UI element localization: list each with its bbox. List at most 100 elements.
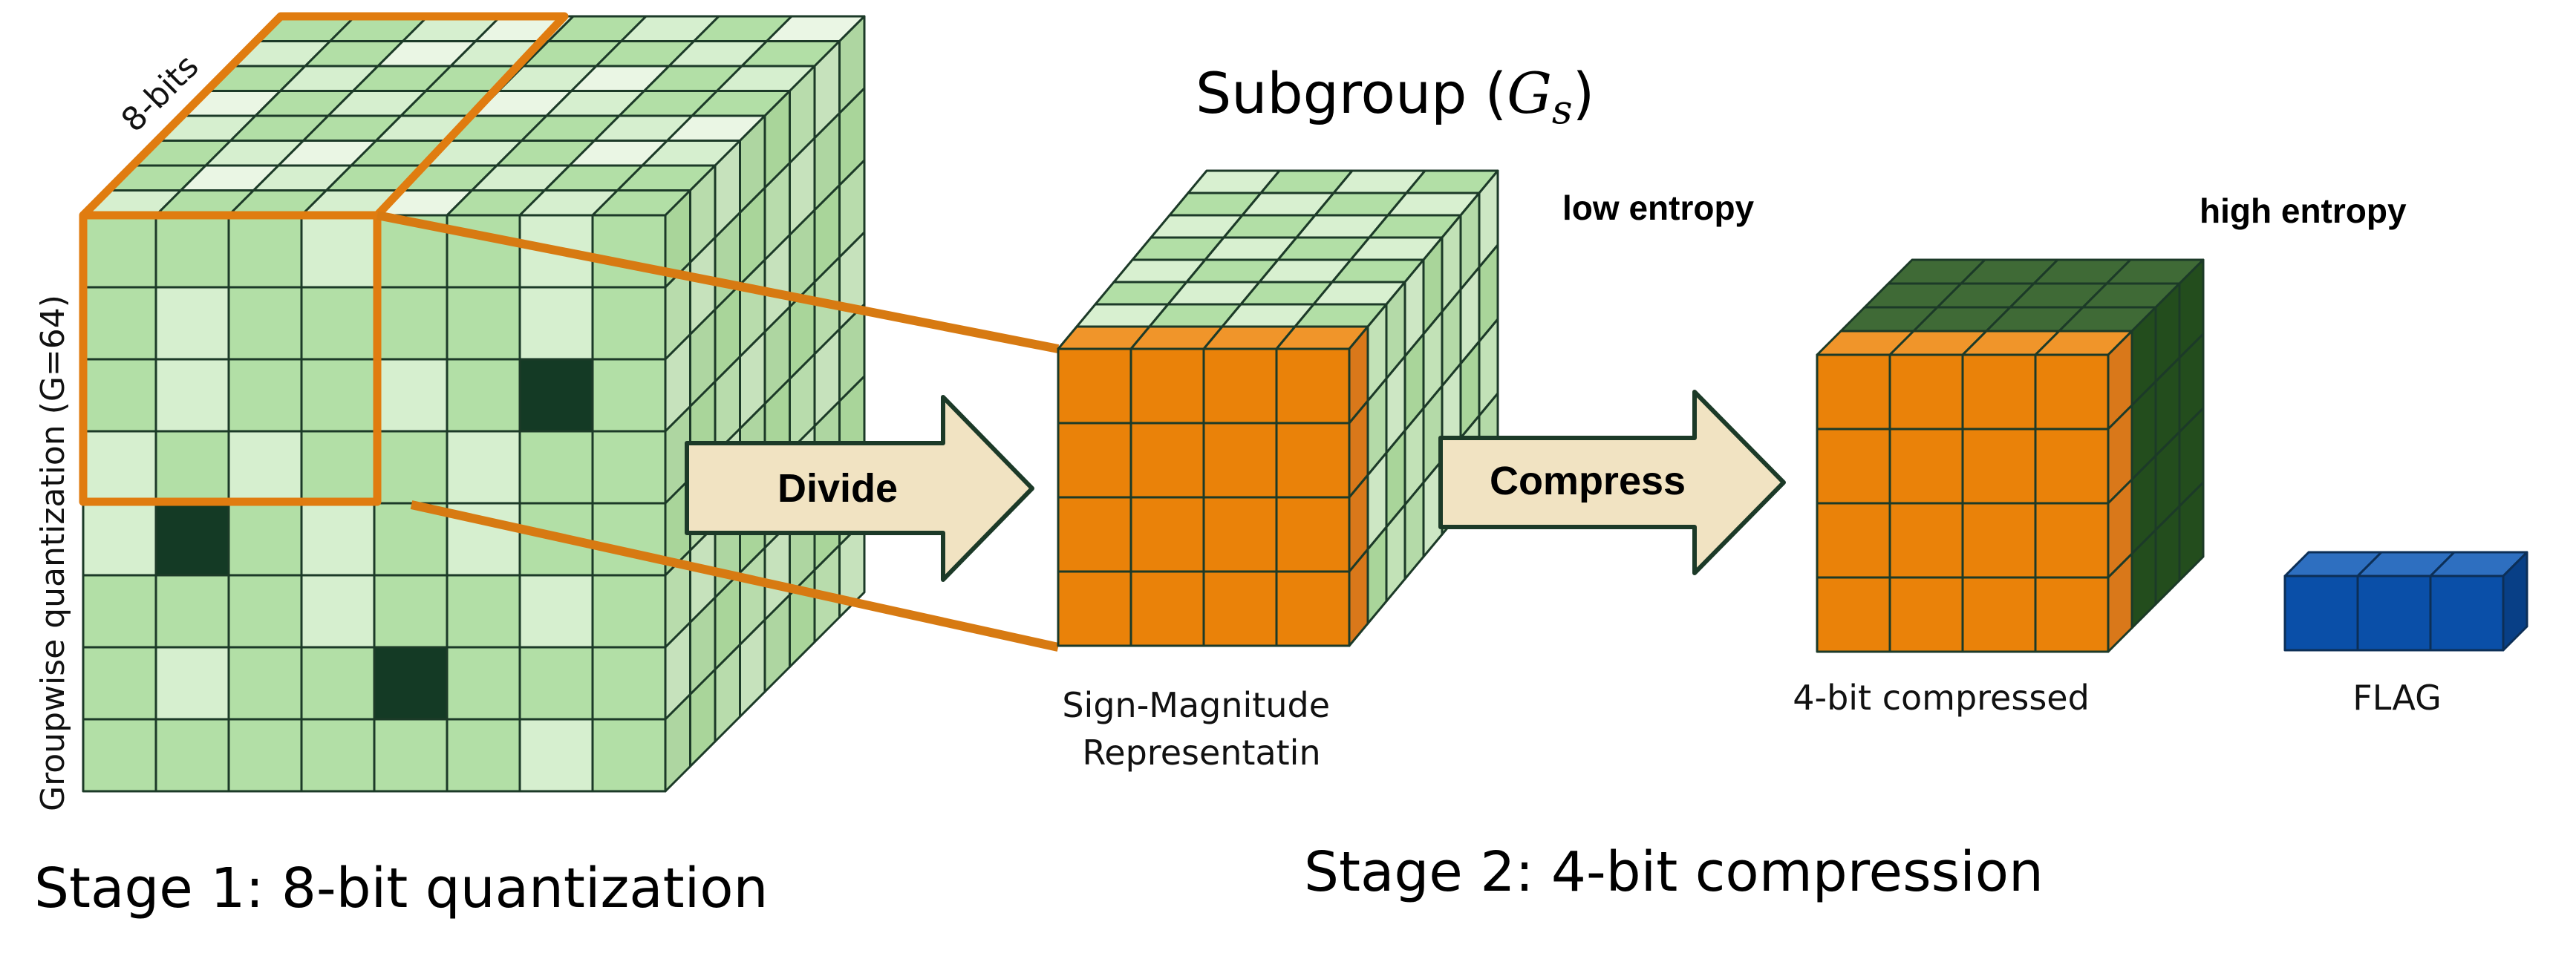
front-cell	[1961, 502, 2037, 579]
front-cell	[82, 430, 157, 505]
front-cell	[591, 574, 667, 649]
front-cell	[1816, 428, 1891, 505]
stage1-cube	[79, 12, 1060, 793]
front-cell	[2034, 576, 2110, 653]
divide-arrow: Divide	[685, 395, 1034, 582]
front-cell	[227, 574, 303, 649]
stage2-label: Stage 2: 4-bit compression	[1304, 840, 2044, 904]
front-cell	[1202, 347, 1278, 425]
front-cell	[1129, 496, 1205, 573]
front-cell	[227, 214, 303, 289]
front-cell	[591, 358, 667, 433]
low-entropy-label: low entropy	[1562, 189, 1755, 227]
front-cell	[300, 430, 376, 505]
front-cell	[1057, 422, 1132, 499]
front-cell	[82, 358, 157, 433]
front-cell	[1888, 576, 1964, 653]
front-cell	[1961, 428, 2037, 505]
front-cell	[518, 358, 594, 433]
front-cell	[1129, 347, 1205, 425]
groupwise-label: Groupwise quantization (G=64)	[34, 295, 72, 811]
front-cell	[446, 358, 521, 433]
front-cell	[1057, 570, 1132, 647]
front-cell	[1129, 422, 1205, 499]
subgroup-cube-top-face	[1057, 169, 1499, 350]
front-cell	[446, 718, 521, 793]
front-cell	[2034, 353, 2110, 431]
compressed-cube	[1816, 258, 2205, 653]
front-cell	[154, 286, 230, 361]
front-cell	[300, 718, 376, 793]
compressed-cube-front-face	[1816, 353, 2110, 653]
compress-label: Compress	[1490, 459, 1686, 503]
front-cell	[82, 214, 157, 289]
high-entropy-label: high entropy	[2200, 192, 2407, 230]
front-cell	[518, 430, 594, 505]
front-cell	[1202, 496, 1278, 573]
front-cell	[373, 646, 449, 721]
front-cell	[373, 574, 449, 649]
front-cell	[82, 718, 157, 793]
big-cube-front-face	[82, 214, 667, 793]
front-cell	[154, 430, 230, 505]
front-cell	[446, 574, 521, 649]
front-cell	[1275, 422, 1351, 499]
front-cell	[227, 502, 303, 577]
front-cell	[300, 574, 376, 649]
front-cell	[1202, 570, 1278, 647]
front-cell	[373, 430, 449, 505]
front-cell	[154, 358, 230, 433]
front-cell	[1275, 496, 1351, 573]
front-cell	[591, 646, 667, 721]
connector-line-bottom	[410, 500, 1060, 652]
sign-magnitude-label: Sign-Magnitude Representatin	[1062, 685, 1340, 773]
front-cell	[1129, 570, 1205, 647]
front-cell	[300, 214, 376, 289]
front-cell	[227, 646, 303, 721]
subgroup-cube-front-face	[1057, 347, 1351, 647]
front-cell	[446, 214, 521, 289]
front-cell	[1057, 347, 1132, 425]
front-cell	[591, 430, 667, 505]
front-cell	[227, 430, 303, 505]
front-cell	[2034, 428, 2110, 505]
front-cell	[373, 718, 449, 793]
front-cell	[82, 574, 157, 649]
front-cell	[1816, 576, 1891, 653]
front-cell	[300, 358, 376, 433]
front-cell	[2429, 575, 2505, 652]
front-cell	[154, 502, 230, 577]
front-cell	[1816, 502, 1891, 579]
front-cell	[518, 718, 594, 793]
front-cell	[446, 646, 521, 721]
front-cell	[300, 286, 376, 361]
front-cell	[2034, 502, 2110, 579]
compress-arrow: Compress	[1438, 390, 1786, 575]
front-cell	[154, 214, 230, 289]
front-cell	[154, 574, 230, 649]
front-cell	[373, 286, 449, 361]
front-cell	[518, 286, 594, 361]
front-cell	[373, 358, 449, 433]
front-cell	[1961, 353, 2037, 431]
front-cell	[1888, 428, 1964, 505]
stage1-label: Stage 1: 8-bit quantization	[34, 857, 768, 920]
front-cell	[591, 214, 667, 289]
flag-block-top-face	[2283, 551, 2528, 577]
flag-label: FLAG	[2352, 678, 2441, 718]
front-cell	[1275, 347, 1351, 425]
compressed-cube-side-face	[2107, 258, 2205, 653]
subgroup-title: Subgroup (Gs)	[1196, 60, 1594, 133]
front-cell	[300, 502, 376, 577]
front-cell	[1888, 353, 1964, 431]
front-cell	[591, 286, 667, 361]
side-cell	[2178, 481, 2205, 582]
front-cell	[82, 646, 157, 721]
front-cell	[446, 286, 521, 361]
front-cell	[1057, 496, 1132, 573]
compressed-cube-top-face	[1816, 258, 2205, 356]
front-cell	[1961, 576, 2037, 653]
front-cell	[1888, 502, 1964, 579]
front-cell	[1275, 570, 1351, 647]
